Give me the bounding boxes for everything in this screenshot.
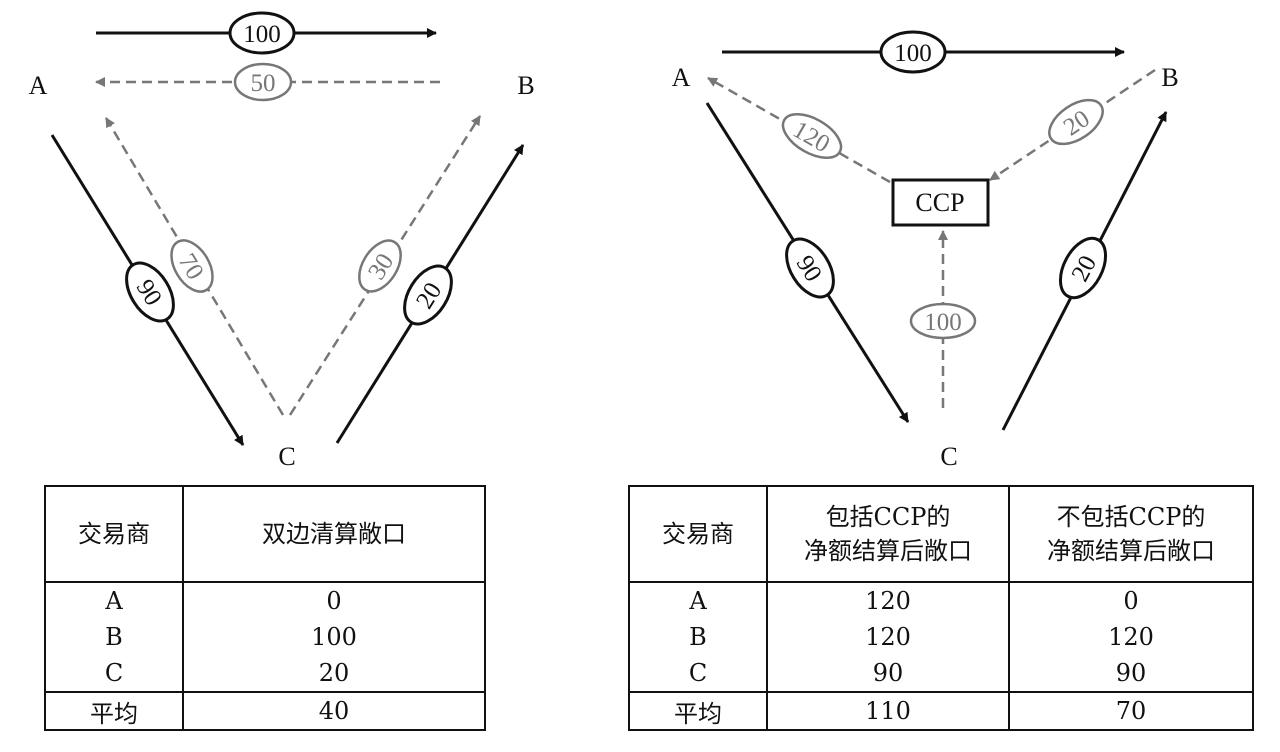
dealer-cell: A [628, 582, 768, 619]
dealer-cell: A [44, 582, 184, 619]
average-label: 平均 [44, 691, 184, 731]
right-header-with-ccp: 包括CCP的 净额结算后敞口 [766, 485, 1010, 583]
right-node-a: A [672, 63, 691, 92]
left-label-ac: 90 [125, 261, 175, 323]
ccp-box: CCP [891, 178, 990, 227]
svg-text:100: 100 [894, 40, 932, 67]
with-ccp-cell: 120 [766, 619, 1010, 655]
right-node-c: C [940, 442, 957, 471]
table-row: C 90 90 [628, 655, 1254, 692]
left-exposure-table: 交易商 双边清算敞口 A 0 B 100 C 20 平均 40 [44, 485, 486, 731]
left-label-cb: 20 [403, 264, 453, 326]
with-ccp-cell: 120 [766, 582, 1010, 619]
table-row: A 0 [44, 582, 486, 619]
right-header-dealer: 交易商 [628, 485, 768, 583]
average-row: 平均 40 [44, 691, 486, 731]
table-row: B 120 120 [628, 619, 1254, 655]
left-node-b: B [517, 71, 534, 100]
right-label-b-ccp: 20 [1048, 98, 1104, 146]
right-label-c-ccp: 100 [909, 302, 977, 340]
right-label-a-ccp: 120 [781, 113, 843, 159]
with-ccp-cell: 90 [766, 655, 1010, 692]
left-label-ba: 50 [233, 62, 293, 102]
right-label-ac: 90 [785, 237, 835, 299]
average-label: 平均 [628, 691, 768, 731]
average-value: 40 [182, 691, 486, 731]
value-cell: 20 [182, 655, 486, 692]
right-diagram: A B C CCP 100 120 20 100 [672, 30, 1179, 471]
left-node-a: A [29, 71, 48, 100]
left-node-c: C [278, 442, 295, 471]
table-row: A 120 0 [628, 582, 1254, 619]
right-node-b: B [1161, 63, 1178, 92]
value-cell: 0 [182, 582, 486, 619]
table-row: C 20 [44, 655, 486, 692]
left-edge-c-to-a [104, 117, 285, 416]
left-header-dealer: 交易商 [44, 485, 184, 583]
without-ccp-cell: 0 [1008, 582, 1254, 619]
average-with-ccp: 110 [766, 691, 1010, 731]
dealer-cell: C [628, 655, 768, 692]
average-without-ccp: 70 [1008, 691, 1254, 731]
dealer-cell: B [628, 619, 768, 655]
left-diagram: A B C 100 50 90 70 30 [29, 11, 535, 471]
left-label-ab: 100 [228, 11, 296, 55]
ccp-label: CCP [915, 188, 964, 217]
netting-diagram: A B C 100 50 90 70 30 [29, 11, 1179, 471]
table-row: B 100 [44, 619, 486, 655]
dealer-cell: B [44, 619, 184, 655]
left-label-cb-dashed: 30 [358, 239, 402, 293]
left-header-bilateral: 双边清算敞口 [182, 485, 486, 583]
svg-text:100: 100 [924, 309, 962, 336]
svg-text:50: 50 [251, 70, 276, 97]
value-cell: 100 [182, 619, 486, 655]
right-exposure-table: 交易商 包括CCP的 净额结算后敞口 不包括CCP的 净额结算后敞口 A 120… [628, 485, 1254, 731]
without-ccp-cell: 120 [1008, 619, 1254, 655]
right-header-without-ccp: 不包括CCP的 净额结算后敞口 [1008, 485, 1254, 583]
right-label-ab: 100 [879, 30, 947, 74]
dealer-cell: C [44, 655, 184, 692]
right-label-cb: 20 [1058, 236, 1108, 300]
left-label-ca: 70 [170, 239, 214, 293]
average-row: 平均 110 70 [628, 691, 1254, 731]
without-ccp-cell: 90 [1008, 655, 1254, 692]
svg-text:100: 100 [243, 21, 281, 48]
